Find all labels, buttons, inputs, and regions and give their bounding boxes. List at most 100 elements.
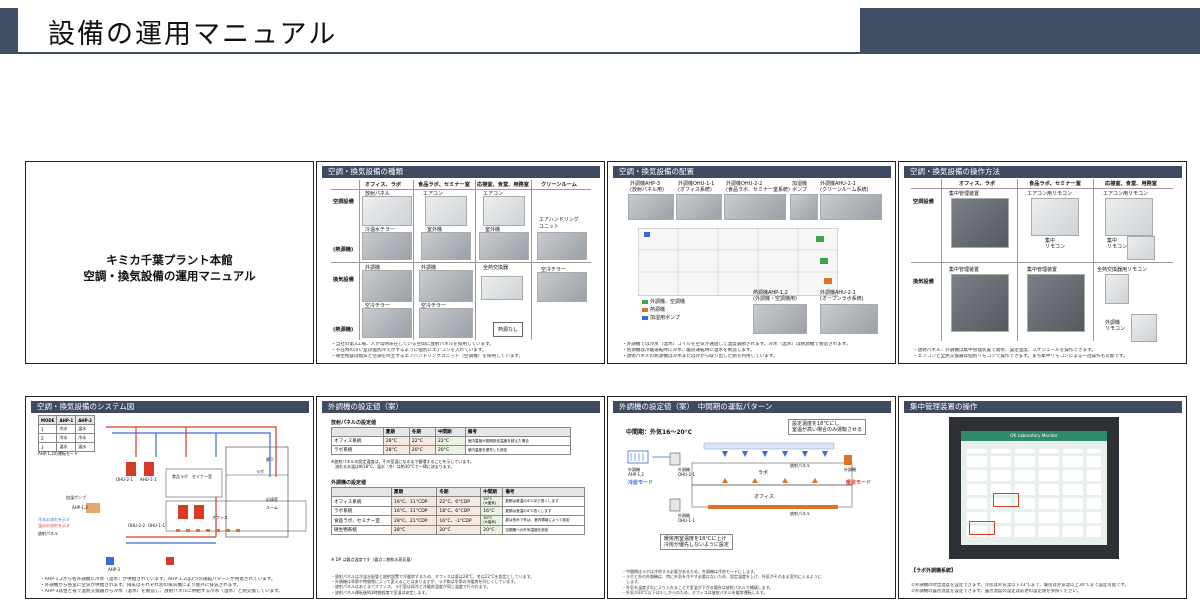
note-line: ・熱源機は冷暖運転時に冷水、暖房運転時に温水を製造します。 [622, 347, 755, 353]
table-cell: 夏期は室温の4°C低くします [502, 506, 585, 516]
diagram-label: ルーム [266, 505, 278, 510]
slide-title: 外調機の設定値（案） 中間期の運転パターン [613, 401, 891, 413]
col-header: クリーンルーム [541, 182, 577, 188]
cell-label: エアコン [483, 191, 504, 197]
row-label: 空調設備 [913, 199, 934, 205]
slide-operation-method[interactable]: 空調・換気設備の操作方法 オフィス、ラボ 食品ラボ、セミナー室 応接室、食堂、用… [898, 161, 1187, 364]
col-header: オフィス、ラボ [364, 182, 402, 188]
slide-notes: ・放射パネル、外調機は集中管理装置で発停、設定温度、スケジュールを操作できます。… [913, 348, 1180, 360]
legend-label: 加湿用ポンプ [650, 315, 680, 321]
unit-photo [676, 194, 722, 220]
box-label: 外調機AHU-2-1 (クリーンルーム系統) [820, 181, 869, 193]
note-line: ・放射パネルは冷温水配管と放射設置で冷暖房するため、オフィスは夏は28°C、冬は… [331, 573, 535, 579]
divider [911, 262, 1173, 263]
diagram-label: 外調機 AHP-1,2 [628, 467, 644, 477]
note-line: ・外調機では冷水（温水）コイルを空気が通過して温度調節されます。冷水（温水）は熱… [622, 341, 851, 347]
cell-label: 集中管理装置 [949, 267, 980, 273]
cell-label: エアハンドリング ユニット [539, 217, 579, 230]
divider [1093, 179, 1094, 341]
note-line: ・微生物容は換気と空調を両立するエアハンドリングユニット（空調機）を採用していま… [331, 353, 524, 359]
slide-equipment-layout[interactable]: 空調・換気設備の配置 外調機AHP-3 (放射パネル用) 外調機OHU-1-1 … [607, 161, 896, 364]
cooling-mode-label: 冷房モード [628, 480, 654, 486]
slide-intermediate-pattern[interactable]: 外調機の設定値（案） 中間期の運転パターン 中間期：外気16～20°C 設定温度… [607, 396, 896, 599]
legend-label: 熱源機 [650, 307, 666, 313]
slide-title: 外調機の設定値（案） [322, 401, 600, 413]
page-title: 設備の運用マニュアル [48, 19, 338, 50]
remote-photo [1105, 198, 1153, 236]
table-note: ※放射パネルの設定温度は、その室温になるまで循環することを示しています。 [331, 459, 474, 464]
slide-central-controller[interactable]: 集中管理装置の操作 OK Laboratory Monitor 【ラボ外調機系統… [898, 396, 1187, 599]
table-cell: オフィス系統 [331, 436, 384, 446]
divider [413, 180, 414, 340]
note-line: ・放射パネルの熱源機は冷水または外から取り出した熱を利用しています。 [622, 353, 778, 359]
cell-label: 室外機 [485, 227, 501, 233]
header-underline [18, 52, 860, 54]
cell-label: 集中 リモコン [1045, 238, 1066, 250]
central-controller-photo [1027, 274, 1085, 332]
table-cell: 温水 [56, 442, 77, 452]
central-controller-photo [951, 198, 1009, 248]
cell-label: 熱源なし [493, 322, 524, 337]
table-caption: 放射パネルの設定値 [331, 420, 377, 426]
row-label: 換気設備 [333, 277, 354, 283]
table-cell: 22°C、6°CDP [436, 496, 482, 507]
diagram-label: オフィス [212, 515, 228, 520]
floor-plan [638, 228, 838, 296]
diagram-label: セミナー室 [192, 474, 212, 479]
note-line: ・放射パネルはあくまでオフィス、ラボ室は採冷と冷暖房温度が同じ温度で行われます。 [331, 584, 491, 590]
cell-label: 室外機 [427, 227, 443, 233]
cell-label: 空冷チラー [365, 303, 391, 309]
aircon-photo [483, 196, 525, 226]
box-label: 熱源機AHP-1,2 (外調機・空調機用) [753, 290, 797, 302]
diagram-label: 放射パネル [790, 511, 810, 516]
legend-label: 外調機、空調機 [650, 299, 686, 305]
heating-mode-label: 暖房モード [846, 480, 872, 486]
col-header: 応接室、食堂、用務室 [477, 182, 529, 188]
legend-item: 熱源機 [642, 306, 665, 313]
table-cell: 2 [37, 433, 58, 443]
table-cell: 中間期 [434, 427, 466, 437]
table-cell: 温水 [75, 442, 95, 452]
col-header: オフィス、ラボ [958, 181, 996, 187]
slide-title: 空調・換気設備の種類 [322, 166, 600, 178]
table-cell: 夏期 [390, 487, 438, 497]
slide-cover[interactable]: キミカ千葉プラント本館 空調・換気設備の運用マニュアル [25, 161, 314, 364]
box-label: 外調機OHU-1-1 (オフィス系統) [678, 181, 715, 193]
cell-label: 空冷チラー [421, 303, 447, 309]
note-line: ・AHP-3は昼と夜で温熱交換器から冷水（温水）を製造し、放射パネルに供給する冷… [40, 588, 283, 594]
slide-equipment-types[interactable]: 空調・換気設備の種類 オフィス、ラボ 食品ラボ、セミナー室 応接室、食堂、用務室… [316, 161, 605, 364]
table-cell: 冬期 [436, 487, 482, 497]
cell-label: 外調機 [421, 265, 437, 271]
table-cell: 微生物系統 [331, 525, 392, 535]
highlight-box [993, 493, 1019, 507]
divider [331, 189, 591, 190]
note-line: ②外調機の露点温度を設定できます。露点温度の設定は前述の設定値を参照ください。 [911, 589, 1082, 594]
remote-photo [1105, 274, 1129, 304]
table-cell: 20°C [480, 525, 504, 535]
box-label: 外調機OHU-2-2 (食品ラボ、セミナー室系統) [726, 181, 790, 193]
table-cell: 室内温度を優先した設定 [464, 445, 572, 455]
cell-label: エアコン用リモコン [1027, 191, 1073, 197]
diagram-label: 放射パネル [790, 463, 810, 468]
cover-title-line1: キミカ千葉プラント本館 [106, 253, 233, 267]
note-line: ・不在時の冷い室は個別冷えがするように個別にエアコンを入れています。 [331, 347, 487, 353]
diagram-label: 外調機 OHU-1-1 [678, 513, 696, 523]
diagram-label: OHU-1-1 [148, 523, 166, 528]
divider [475, 180, 476, 340]
table-cell: 3 [37, 442, 58, 452]
table-cell: 中間期 [480, 487, 504, 497]
table-cell: 備考 [464, 427, 572, 437]
screen-header: OK Laboratory Monitor [961, 431, 1107, 441]
unit-photo [820, 194, 882, 220]
box-label: 外調機AHU-2-1 (オープンラボ系統) [820, 290, 864, 302]
diagram-label: 放射パネル [38, 531, 58, 536]
table-cell: 16°C、11°CDP [390, 506, 438, 516]
box-label: 加湿機 ポンプ [792, 181, 808, 193]
heat-exchanger-photo [481, 276, 523, 300]
cell-label: 放射パネル [365, 191, 391, 197]
unit-photo [790, 194, 818, 220]
note-line: ・放射パネル、外調機は集中管理装置で発停、設定温度、スケジュールを操作できます。 [913, 347, 1096, 353]
remote-photo [1131, 314, 1157, 342]
